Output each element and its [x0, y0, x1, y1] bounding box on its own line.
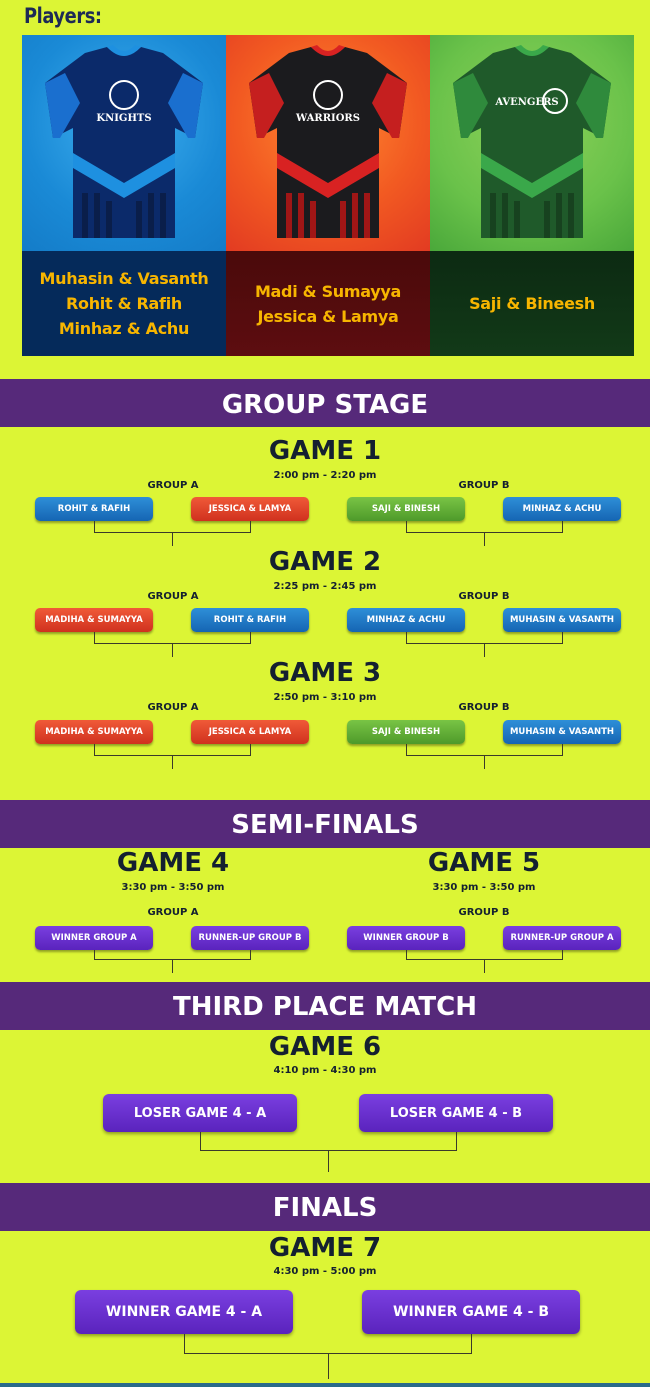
match-team-pill: ROHIT & RAFIH: [191, 608, 309, 632]
game4-title: GAME 4: [116, 848, 230, 878]
match-team-pill: MADIHA & SUMAYYA: [35, 608, 153, 632]
game6-title: GAME 6: [268, 1032, 382, 1062]
game1-title: GAME 1: [268, 436, 382, 466]
match-team-pill: LOSER GAME 4 - B: [359, 1094, 553, 1132]
avengers-logo-text: AVENGERS: [494, 97, 558, 108]
third-place-banner: THIRD PLACE MATCH: [0, 982, 650, 1030]
match-team-pill: SAJI & BINESH: [347, 720, 465, 744]
team-knights: KNIGHTS Muhasin & Vasanth Rohit & Rafih …: [22, 35, 226, 356]
match-team-pill: SAJI & BINESH: [347, 497, 465, 521]
game2-group-a-label: GROUP A: [147, 591, 199, 602]
team-pair: Madi & Sumayya: [254, 281, 402, 301]
match-team-pill: MUHASIN & VASANTH: [503, 608, 621, 632]
bracket-line: [250, 521, 251, 533]
bracket-line: [200, 1132, 201, 1151]
match-team-pill: JESSICA & LAMYA: [191, 497, 309, 521]
bracket-line: [562, 744, 563, 756]
warriors-logo-text: WARRIORS: [295, 113, 360, 124]
bracket-line: [94, 521, 95, 533]
bracket-line: [172, 959, 173, 973]
bracket-line: [250, 744, 251, 756]
teams-panel: KNIGHTS Muhasin & Vasanth Rohit & Rafih …: [22, 35, 634, 356]
bracket-line: [484, 755, 485, 769]
finals-banner: FINALS: [0, 1183, 650, 1231]
game5-group-b-label: GROUP B: [458, 907, 510, 918]
avengers-jersey-icon: AVENGERS: [453, 45, 611, 238]
team-warriors-names: Madi & Sumayya Jessica & Lamya: [226, 251, 430, 356]
match-team-pill: MINHAZ & ACHU: [503, 497, 621, 521]
bracket-line: [94, 744, 95, 756]
bracket-line: [471, 1334, 472, 1354]
match-team-pill: MUHASIN & VASANTH: [503, 720, 621, 744]
game2-group-b-label: GROUP B: [458, 591, 510, 602]
team-pair: Saji & Bineesh: [469, 294, 595, 313]
game1-group-a-label: GROUP A: [147, 480, 199, 491]
team-knights-names: Muhasin & Vasanth Rohit & Rafih Minhaz &…: [22, 251, 226, 356]
team-warriors: WARRIORS Madi & Sumayya Jessica & Lamya: [226, 35, 430, 356]
game5-title: GAME 5: [427, 848, 541, 878]
match-team-pill: MINHAZ & ACHU: [347, 608, 465, 632]
bracket-line: [328, 1353, 329, 1379]
game1-time: 2:00 pm - 2:20 pm: [273, 470, 377, 481]
group-stage-banner: GROUP STAGE: [0, 379, 650, 427]
players-title: Players:: [24, 4, 102, 28]
game7-time: 4:30 pm - 5:00 pm: [273, 1266, 377, 1277]
bottom-edge-bar: [0, 1383, 650, 1387]
knights-logo-text: KNIGHTS: [96, 113, 151, 124]
game4-group-a-label: GROUP A: [147, 907, 199, 918]
bracket-line: [562, 521, 563, 533]
bracket-line: [172, 532, 173, 546]
bracket-line: [562, 950, 563, 960]
warriors-jersey-icon: WARRIORS: [249, 45, 407, 238]
bracket-line: [250, 950, 251, 960]
team-avengers: AVENGERS Saji & Bineesh: [430, 35, 634, 356]
bracket-line: [94, 950, 95, 960]
game3-group-b-label: GROUP B: [458, 702, 510, 713]
bracket-line: [406, 632, 407, 644]
game3-group-a-label: GROUP A: [147, 702, 199, 713]
bracket-line: [172, 643, 173, 657]
team-pair: Rohit & Rafih: [66, 294, 182, 313]
match-team-pill: ROHIT & RAFIH: [35, 497, 153, 521]
bracket-line: [94, 632, 95, 644]
bracket-line: [172, 755, 173, 769]
match-team-pill: WINNER GAME 4 - B: [362, 1290, 580, 1334]
game5-time: 3:30 pm - 3:50 pm: [432, 882, 536, 893]
match-team-pill: WINNER GROUP A: [35, 926, 153, 950]
game2-title: GAME 2: [268, 547, 382, 577]
bracket-line: [484, 643, 485, 657]
semi-finals-banner: SEMI-FINALS: [0, 800, 650, 848]
bracket-line: [328, 1150, 329, 1172]
game4-time: 3:30 pm - 3:50 pm: [121, 882, 225, 893]
bracket-line: [562, 632, 563, 644]
game2-time: 2:25 pm - 2:45 pm: [273, 581, 377, 592]
match-team-pill: LOSER GAME 4 - A: [103, 1094, 297, 1132]
knights-jersey-icon: KNIGHTS: [45, 45, 203, 238]
game1-group-b-label: GROUP B: [458, 480, 510, 491]
game3-title: GAME 3: [268, 658, 382, 688]
bracket-line: [484, 959, 485, 973]
match-team-pill: MADIHA & SUMAYYA: [35, 720, 153, 744]
match-team-pill: RUNNER-UP GROUP B: [191, 926, 309, 950]
team-pair: Muhasin & Vasanth: [39, 269, 209, 288]
game6-time: 4:10 pm - 4:30 pm: [273, 1065, 377, 1076]
game3-time: 2:50 pm - 3:10 pm: [273, 692, 377, 703]
team-pair: Jessica & Lamya: [257, 306, 399, 326]
team-pair: Minhaz & Achu: [58, 319, 190, 338]
match-team-pill: WINNER GROUP B: [347, 926, 465, 950]
team-avengers-names: Saji & Bineesh: [430, 251, 634, 356]
bracket-line: [184, 1334, 185, 1354]
bracket-line: [406, 950, 407, 960]
bracket-line: [250, 632, 251, 644]
match-team-pill: RUNNER-UP GROUP A: [503, 926, 621, 950]
bracket-line: [456, 1132, 457, 1151]
match-team-pill: JESSICA & LAMYA: [191, 720, 309, 744]
match-team-pill: WINNER GAME 4 - A: [75, 1290, 293, 1334]
game7-title: GAME 7: [268, 1233, 382, 1263]
bracket-line: [406, 521, 407, 533]
bracket-line: [406, 744, 407, 756]
bracket-line: [484, 532, 485, 546]
